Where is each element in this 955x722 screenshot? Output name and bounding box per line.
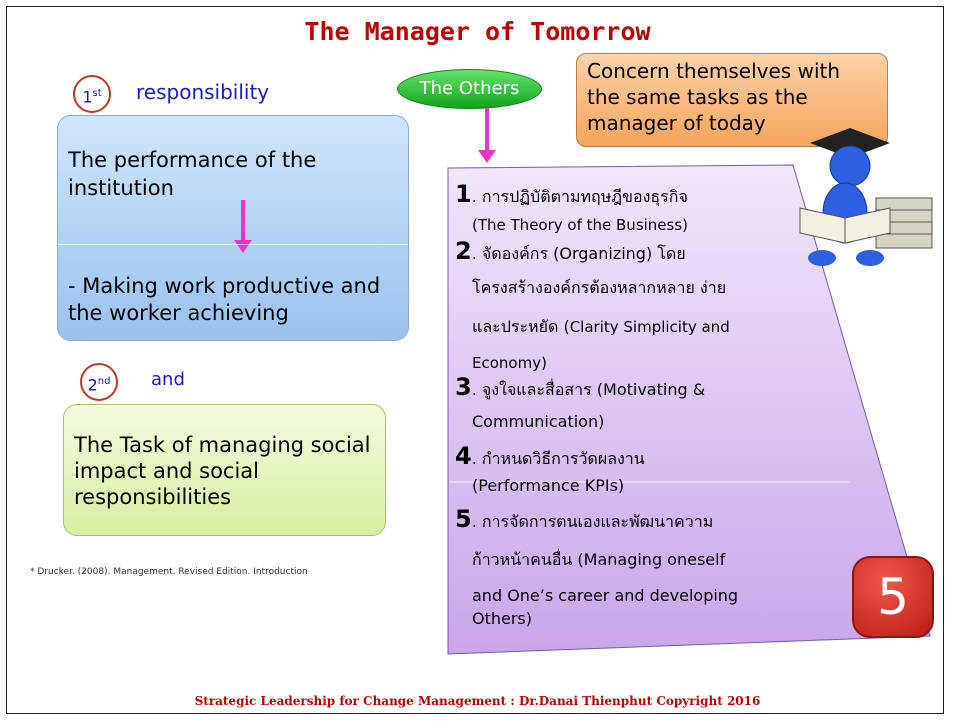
concern-box: Concern themselves with the same tasks a… xyxy=(576,53,888,147)
slide-frame xyxy=(6,6,944,714)
down-arrow-icon xyxy=(234,200,252,253)
item-text: จูงใจและสื่อสาร (Motivating & xyxy=(481,380,706,399)
item-line: และประหยัด (Clarity Simplicity and xyxy=(472,316,730,338)
second-number: 2 xyxy=(87,375,98,395)
slide-number-badge: 5 xyxy=(852,556,934,638)
social-impact-text: The Task of managing social impact and s… xyxy=(74,433,371,509)
first-number: 1 xyxy=(82,87,93,107)
item-subtext: (The Theory of the Business) xyxy=(472,216,689,234)
item-text: การปฏิบัติตามทฤษฎีของธุรกิจ xyxy=(481,187,688,206)
item-number: 4 xyxy=(455,442,472,470)
social-impact-box: The Task of managing social impact and s… xyxy=(63,404,386,536)
second-suffix: nd xyxy=(97,376,111,387)
first-suffix: st xyxy=(92,88,102,99)
second-label: and xyxy=(151,369,185,390)
item-number: 1 xyxy=(455,180,472,208)
item-line: Communication) xyxy=(472,412,605,431)
box-divider xyxy=(58,244,408,245)
first-label: responsibility xyxy=(136,80,270,104)
footer-copyright: Strategic Leadership for Change Manageme… xyxy=(194,694,761,708)
item-text: การจัดการตนเองและพัฒนาความ xyxy=(481,512,714,531)
item-line-thai: และประหยัด ( xyxy=(472,317,570,336)
list-item: 1. การปฏิบัติตามทฤษฎีของธุรกิจ xyxy=(455,180,688,208)
list-item: 3. จูงใจและสื่อสาร (Motivating & xyxy=(455,373,706,401)
first-number-badge: 1st xyxy=(73,75,111,113)
item-line: and One’s career and developing xyxy=(472,586,739,605)
slide-title: The Manager of Tomorrow xyxy=(304,17,651,46)
second-number-badge: 2nd xyxy=(80,363,118,401)
productive-text: - Making work productive and the worker … xyxy=(68,274,381,325)
item-line: ก้าวหน้าคนอื่น (Managing oneself xyxy=(472,550,726,569)
graduate-reading-icon xyxy=(799,128,933,266)
item-line: โครงสร้างองค์กรต้องหลากหลาย ง่าย xyxy=(472,278,727,297)
performance-text: The performance of the institution xyxy=(68,148,317,200)
list-item: 2. จัดองค์กร (Organizing) โดย xyxy=(455,237,686,265)
others-oval: The Others xyxy=(397,69,542,109)
item-line: Economy) xyxy=(472,354,547,372)
item-line: Others) xyxy=(472,609,533,628)
others-down-arrow-icon xyxy=(478,108,496,163)
list-item: 4. กำหนดวิธีการวัดผลงาน xyxy=(455,442,645,470)
item-line-english: Clarity Simplicity and xyxy=(569,318,730,336)
list-item: 5. การจัดการตนเองและพัฒนาความ xyxy=(455,505,714,533)
item-number: 3 xyxy=(455,373,472,401)
item-line: (Performance KPIs) xyxy=(472,476,625,495)
item-number: 2 xyxy=(455,237,472,265)
item-number: 5 xyxy=(455,505,472,533)
item-text: กำหนดวิธีการวัดผลงาน xyxy=(481,449,645,468)
citation-footnote: * Drucker. (2008). Management. Revised E… xyxy=(30,567,308,577)
performance-box: The performance of the institution - Mak… xyxy=(57,115,409,341)
item-text: จัดองค์กร (Organizing) โดย xyxy=(481,244,686,263)
